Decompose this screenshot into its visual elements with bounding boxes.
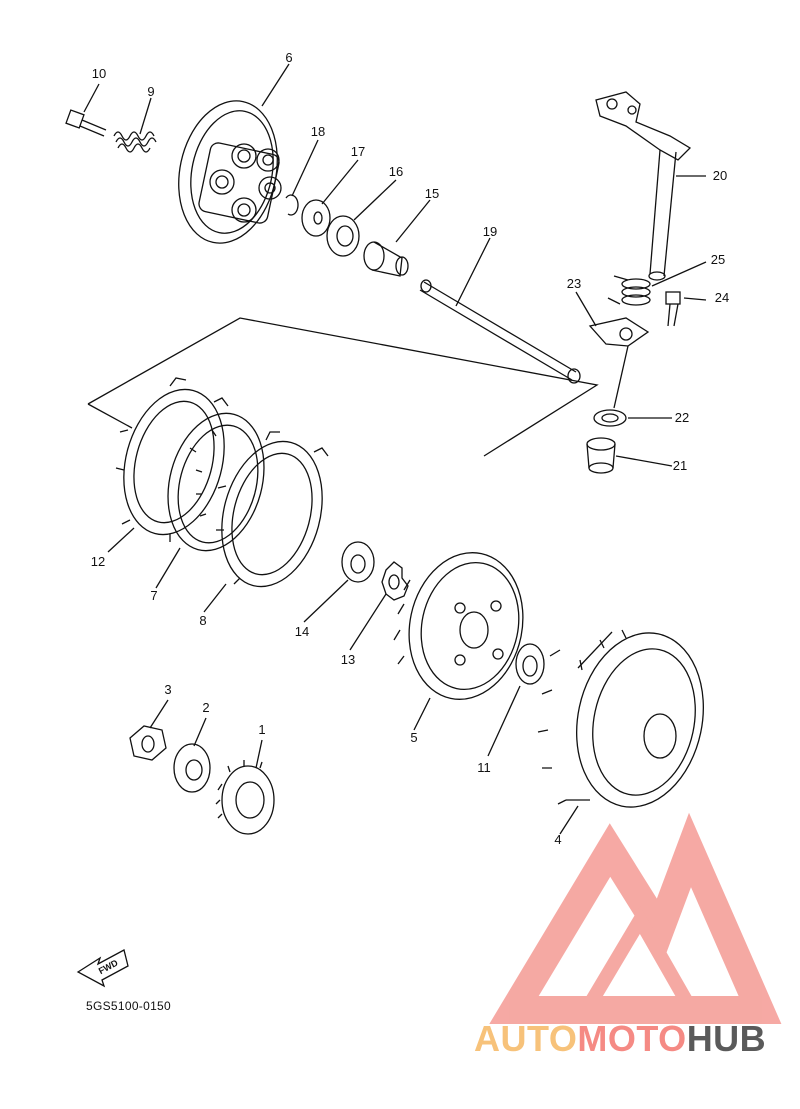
part-3-nut [129,725,167,761]
part-18-circlip [285,194,299,216]
part-13-lock-washer [381,561,409,601]
part-25-spring [607,275,651,306]
part-5-clutch-boss [393,552,524,700]
callout-8: 8 [199,613,206,628]
part-1-gear [215,760,275,835]
callout-10: 10 [92,66,106,81]
part-15-push-piece [363,241,409,277]
part-7-clutch-plate [167,412,265,552]
callout-22: 22 [675,410,689,425]
callout-7: 7 [150,588,157,603]
callout-labels: 1234567891011121314151617181920212223242… [91,50,729,847]
callout-15: 15 [425,186,439,201]
part-14-washer [341,541,375,583]
part-12-friction-plate [115,377,229,542]
callout-23: 23 [567,276,581,291]
plate-group-frame [87,317,599,457]
part-16-bearing [326,215,360,257]
part-6-pressure-plate [178,100,282,244]
part-23-plate [588,317,650,347]
callout-9: 9 [147,84,154,99]
part-22-oil-seal [593,409,627,427]
watermark-part-moto: MOTO [577,1018,687,1059]
part-24-bolt [665,291,681,327]
part-10-bolt [65,109,107,137]
callout-3: 3 [164,682,171,697]
part-8-friction-plate [216,431,329,588]
callout-20: 20 [713,168,727,183]
part-20-push-lever-shaft [595,91,692,281]
callout-4: 4 [554,832,561,847]
callout-25: 25 [711,252,725,267]
callout-17: 17 [351,144,365,159]
callout-13: 13 [341,652,355,667]
fwd-arrow-icon: FWD [76,949,129,988]
callout-11: 11 [477,760,491,775]
watermark-logo-icon [489,812,782,1024]
callout-1: 1 [258,722,265,737]
callout-6: 6 [285,50,292,65]
callout-18: 18 [311,124,325,139]
part-code: 5GS5100-0150 [86,999,171,1013]
callout-5: 5 [410,730,417,745]
callout-12: 12 [91,554,105,569]
callout-14: 14 [295,624,309,639]
part-4-clutch-housing [537,629,704,808]
callout-21: 21 [673,458,687,473]
watermark-part-auto: AUTO [474,1018,578,1059]
part-17-washer [301,199,331,237]
callout-24: 24 [715,290,729,305]
part-11-washer [515,643,545,685]
callout-16: 16 [389,164,403,179]
part-2-washer [173,743,211,793]
part-19-push-rod [419,279,581,384]
leader-lines [83,63,707,835]
watermark-text: AUTOMOTOHUB [474,1018,766,1060]
part-21-bushing [586,437,616,474]
watermark-part-hub: HUB [686,1018,767,1059]
callout-19: 19 [483,224,497,239]
part-9-spring [113,131,157,153]
callout-2: 2 [202,700,209,715]
